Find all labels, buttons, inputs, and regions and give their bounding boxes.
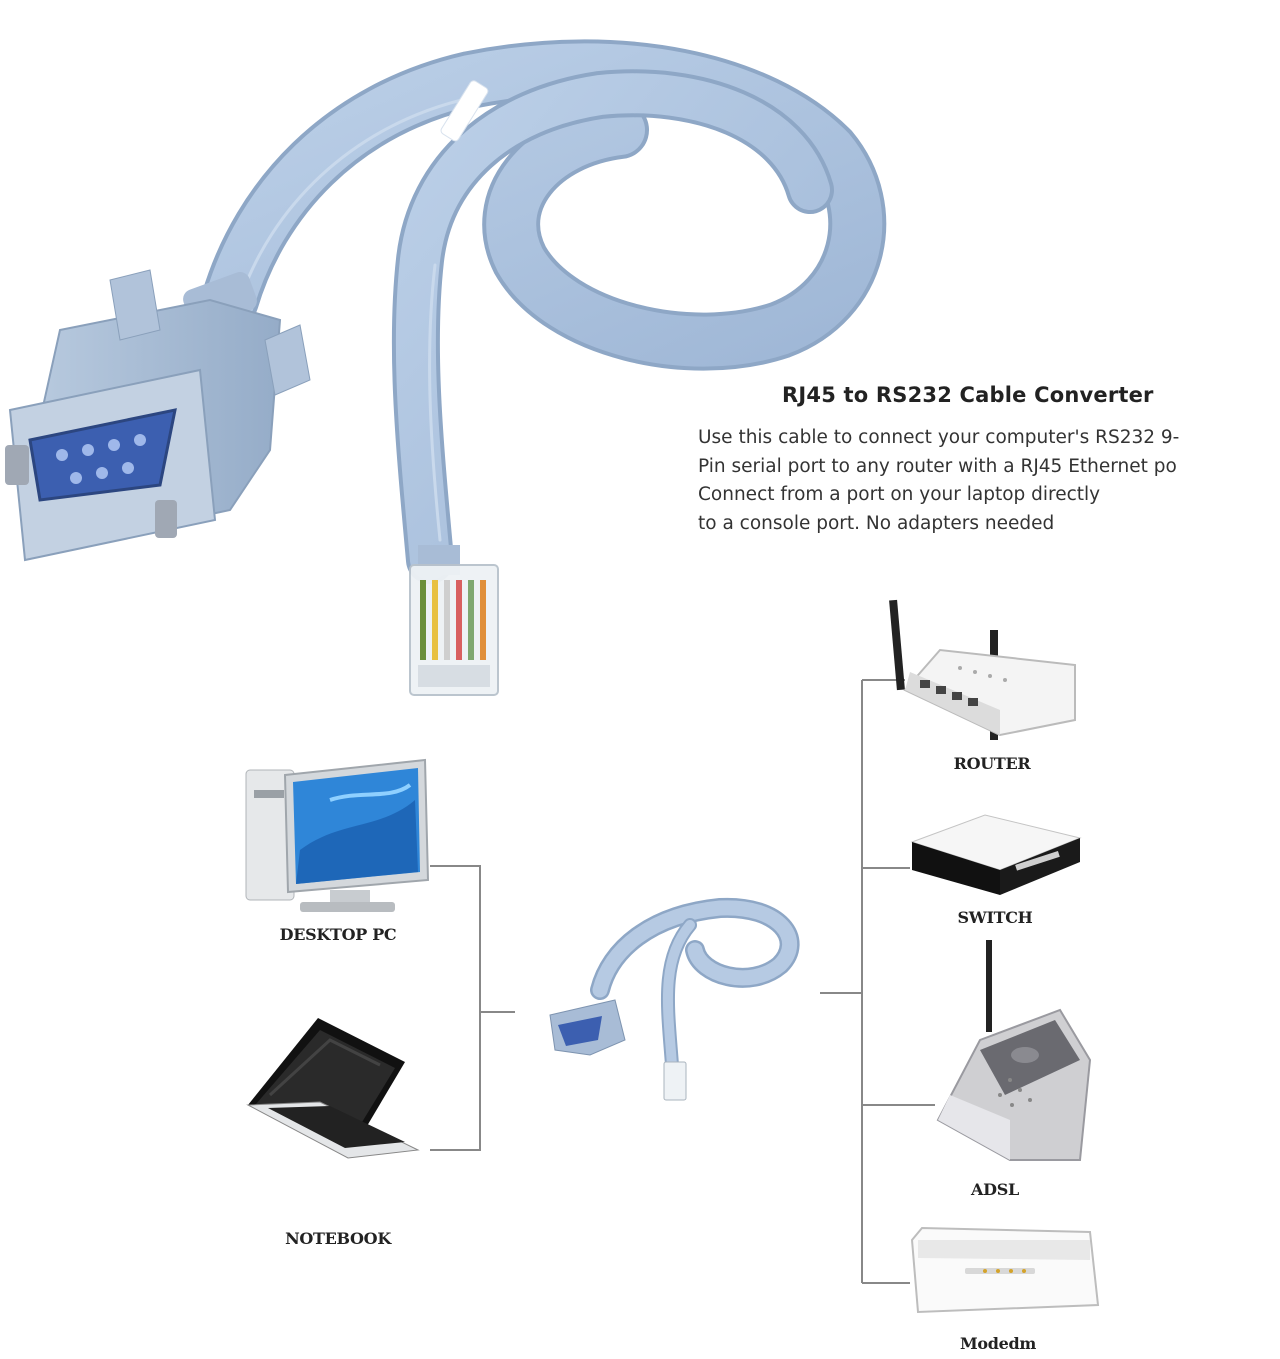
notebook-label: NOTEBOOK (285, 1229, 391, 1248)
connection-diagram (245, 599, 1100, 1314)
description-line: to a console port. No adapters needed (698, 512, 1055, 534)
hero-cable-image (5, 39, 887, 696)
rj45-plug (409, 545, 499, 696)
router-label: ROUTER (953, 754, 1031, 773)
connector-lines (430, 679, 935, 1284)
product-title: RJ45 to RS232 Cable Converter (782, 383, 1154, 407)
switch-icon (910, 814, 1082, 895)
cable-coil (201, 39, 887, 584)
cable-icon (549, 897, 800, 1101)
description-line: Pin serial port to any router with a RJ4… (698, 455, 1177, 477)
description-line: Use this cable to connect your computer'… (698, 427, 1180, 448)
desktop-pc-label: DESKTOP PC (279, 925, 397, 944)
db9-connector (5, 269, 311, 562)
adsl-label: ADSL (971, 1180, 1019, 1199)
desktop-pc-icon (245, 758, 430, 912)
modem-icon (910, 1226, 1100, 1314)
cable-tie (440, 80, 489, 142)
description-line: Connect from a port on your laptop direc… (698, 484, 1101, 506)
modem-label: Modedm (959, 1334, 1037, 1353)
router-icon (889, 599, 1076, 740)
switch-label: SWITCH (957, 908, 1033, 927)
adsl-modem-icon (936, 940, 1092, 1161)
product-description: Use this cable to connect your computer'… (698, 424, 1280, 538)
notebook-icon (246, 1018, 420, 1159)
